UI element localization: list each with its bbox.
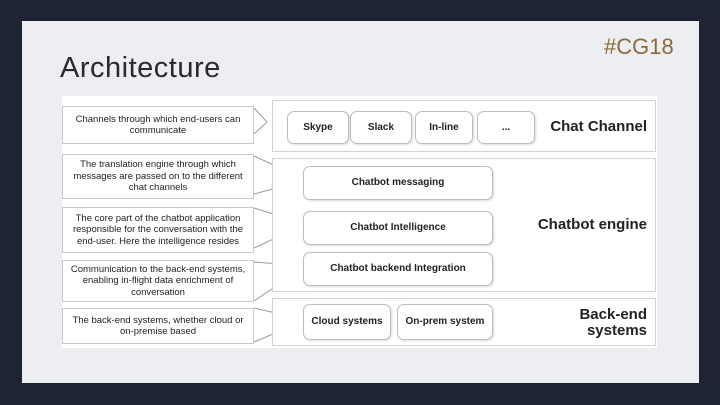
channel-more: ... bbox=[477, 111, 535, 144]
layer-chat-channel: Skype Slack In-line ... Chat Channel bbox=[272, 100, 656, 152]
conference-tag: #CG18 bbox=[604, 34, 674, 59]
layer-label-chatbot-engine: Chatbot engine bbox=[537, 216, 647, 233]
slide-title: Architecture bbox=[60, 52, 221, 84]
layer-backend: Cloud systems On-prem system Back-end sy… bbox=[272, 298, 656, 346]
connector-1 bbox=[253, 107, 268, 135]
note-chat-channel: Channels through which end-users can com… bbox=[62, 106, 254, 144]
layer-chatbot-engine: Chatbot messaging Chatbot Intelligence C… bbox=[272, 158, 656, 292]
note-backend-integration: Communication to the back-end systems, e… bbox=[62, 260, 254, 302]
note-chatbot-intelligence: The core part of the chatbot application… bbox=[62, 207, 254, 253]
note-backend-systems: The back-end systems, whether cloud or o… bbox=[62, 308, 254, 344]
note-chatbot-messaging: The translation engine through which mes… bbox=[62, 154, 254, 199]
backend-onprem: On-prem system bbox=[397, 304, 493, 340]
engine-intelligence: Chatbot Intelligence bbox=[303, 211, 493, 245]
engine-backend-integration: Chatbot backend Integration bbox=[303, 252, 493, 286]
channel-slack: Slack bbox=[350, 111, 412, 144]
channel-skype: Skype bbox=[287, 111, 349, 144]
channel-inline: In-line bbox=[415, 111, 473, 144]
backend-cloud: Cloud systems bbox=[303, 304, 391, 340]
architecture-diagram: Channels through which end-users can com… bbox=[62, 96, 657, 348]
engine-messaging: Chatbot messaging bbox=[303, 166, 493, 200]
layer-label-chat-channel: Chat Channel bbox=[550, 118, 647, 135]
layer-label-backend: Back-end systems bbox=[579, 306, 647, 339]
